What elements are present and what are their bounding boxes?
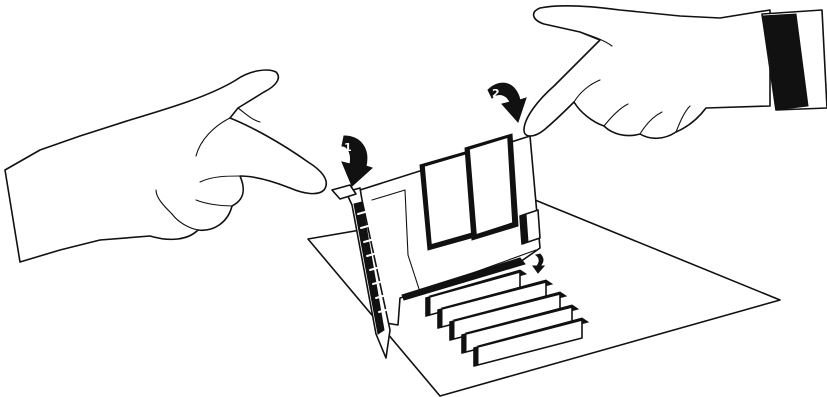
step-1-arrow: 1 (342, 136, 372, 186)
step-1-number: 1 (344, 141, 352, 154)
step-2-number: 2 (492, 87, 500, 100)
right-hand (524, 6, 827, 138)
step-2-arrow: 2 (488, 83, 526, 122)
left-hand (5, 70, 326, 262)
